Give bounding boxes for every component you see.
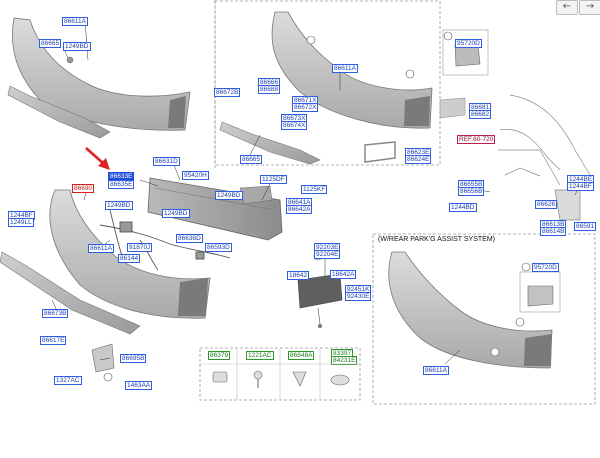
- part-label-86626[interactable]: 86626: [535, 200, 558, 209]
- callout-a-8: [103, 372, 113, 382]
- ref-label-60-720[interactable]: REF.60-720: [457, 135, 496, 144]
- grommet-icon: [330, 374, 350, 386]
- part-label-86682[interactable]: 86682: [469, 110, 492, 119]
- part-label-86672X[interactable]: 86672X: [292, 103, 319, 112]
- part-label-86673B[interactable]: 86673B: [42, 309, 69, 318]
- part-label-86665-2[interactable]: 86665: [240, 155, 263, 164]
- bumper-park-assist: [388, 251, 561, 369]
- part-label-86624E[interactable]: 86624E: [405, 155, 432, 164]
- legend-label-86848A[interactable]: 86848A: [288, 351, 315, 360]
- garnish-detail: [297, 273, 343, 328]
- legend-icons: [200, 348, 360, 400]
- clip-icon: [292, 371, 307, 387]
- part-label-86591[interactable]: 86591: [574, 222, 597, 231]
- part-label-95720D[interactable]: 95720D: [455, 39, 482, 48]
- part-label-86611A[interactable]: 86611A: [62, 17, 88, 26]
- part-label-1249BD-3[interactable]: 1249BD: [105, 201, 133, 210]
- part-label-86611A-3[interactable]: 86611A: [88, 244, 114, 253]
- frame-top-center: [214, 0, 441, 166]
- part-label-86642A[interactable]: 86642A: [286, 205, 313, 214]
- part-label-86695B[interactable]: 86695B: [120, 354, 147, 363]
- impact-beam: [147, 177, 283, 241]
- frame-park-assist: [372, 233, 596, 405]
- part-label-86690[interactable]: 86690: [72, 184, 95, 193]
- legend-label-84231E[interactable]: 84231E: [331, 356, 358, 365]
- callout-a-5: [490, 347, 500, 357]
- part-label-86617E[interactable]: 86617E: [40, 336, 67, 345]
- part-label-86636D[interactable]: 86636D: [176, 234, 203, 243]
- red-arrow-icon: [85, 147, 110, 170]
- part-label-86665[interactable]: 86665: [39, 39, 62, 48]
- legend-label-86379[interactable]: 86379: [208, 351, 231, 360]
- part-label-86631D[interactable]: 86631D: [153, 157, 180, 166]
- part-label-1327AC[interactable]: 1327AC: [54, 376, 82, 385]
- plug-icon: [212, 371, 228, 383]
- part-label-95720D-2[interactable]: 95720D: [532, 263, 559, 272]
- part-label-1125KF[interactable]: 1125KF: [301, 185, 328, 194]
- part-label-86144[interactable]: 86144: [118, 254, 141, 263]
- next-page-button[interactable]: →: [579, 0, 600, 15]
- screw-icon: [253, 370, 263, 380]
- part-label-86593D[interactable]: 86593D: [205, 243, 232, 252]
- part-label-86656B[interactable]: 86656B: [458, 187, 485, 196]
- part-label-86688[interactable]: 86688: [258, 85, 281, 94]
- part-label-92204E[interactable]: 92204E: [314, 250, 341, 259]
- part-label-1244BD[interactable]: 1244BD: [449, 203, 477, 212]
- bumper-top-left: [7, 17, 191, 139]
- callout-a-6: [443, 31, 453, 41]
- part-label-1249LL[interactable]: 1249LL: [8, 218, 34, 227]
- part-label-18642A[interactable]: 18642A: [330, 270, 357, 279]
- body-side-right: [498, 94, 591, 221]
- callout-a-4: [515, 317, 525, 327]
- part-label-91870J[interactable]: 91870J: [127, 243, 153, 252]
- part-label-1244BF-2[interactable]: 1244BF: [567, 182, 594, 191]
- part-label-86635E[interactable]: 86635E: [108, 180, 135, 189]
- park-assist-caption: (W/REAR PARK'G ASSIST SYSTEM): [378, 236, 495, 243]
- part-label-86611A-2[interactable]: 86611A: [332, 64, 358, 73]
- part-label-92430E[interactable]: 92430E: [345, 292, 372, 301]
- part-label-86674X[interactable]: 86674X: [281, 121, 308, 130]
- part-label-1125DF[interactable]: 1125DF: [260, 175, 287, 184]
- part-label-1249BD[interactable]: 1249BD: [63, 42, 91, 51]
- part-label-18642[interactable]: 18642: [287, 271, 310, 280]
- bumper-center-left: [0, 189, 211, 373]
- part-label-86614B[interactable]: 86614B: [540, 227, 567, 236]
- part-label-1249BD-2[interactable]: 1249BD: [215, 191, 243, 200]
- prev-page-button[interactable]: ←: [556, 0, 578, 15]
- part-label-86672B[interactable]: 86672B: [214, 88, 241, 97]
- part-label-86611A-4[interactable]: 86611A: [423, 366, 449, 375]
- legend-label-1221AC[interactable]: 1221AC: [246, 351, 274, 360]
- callout-a-7: [521, 262, 531, 272]
- part-label-1249BD-4[interactable]: 1249BD: [162, 209, 190, 218]
- part-label-95420H[interactable]: 95420H: [182, 171, 209, 180]
- callout-a-1: [306, 35, 316, 45]
- callout-a-2: [405, 69, 415, 79]
- part-label-1463AA[interactable]: 1463AA: [125, 381, 153, 390]
